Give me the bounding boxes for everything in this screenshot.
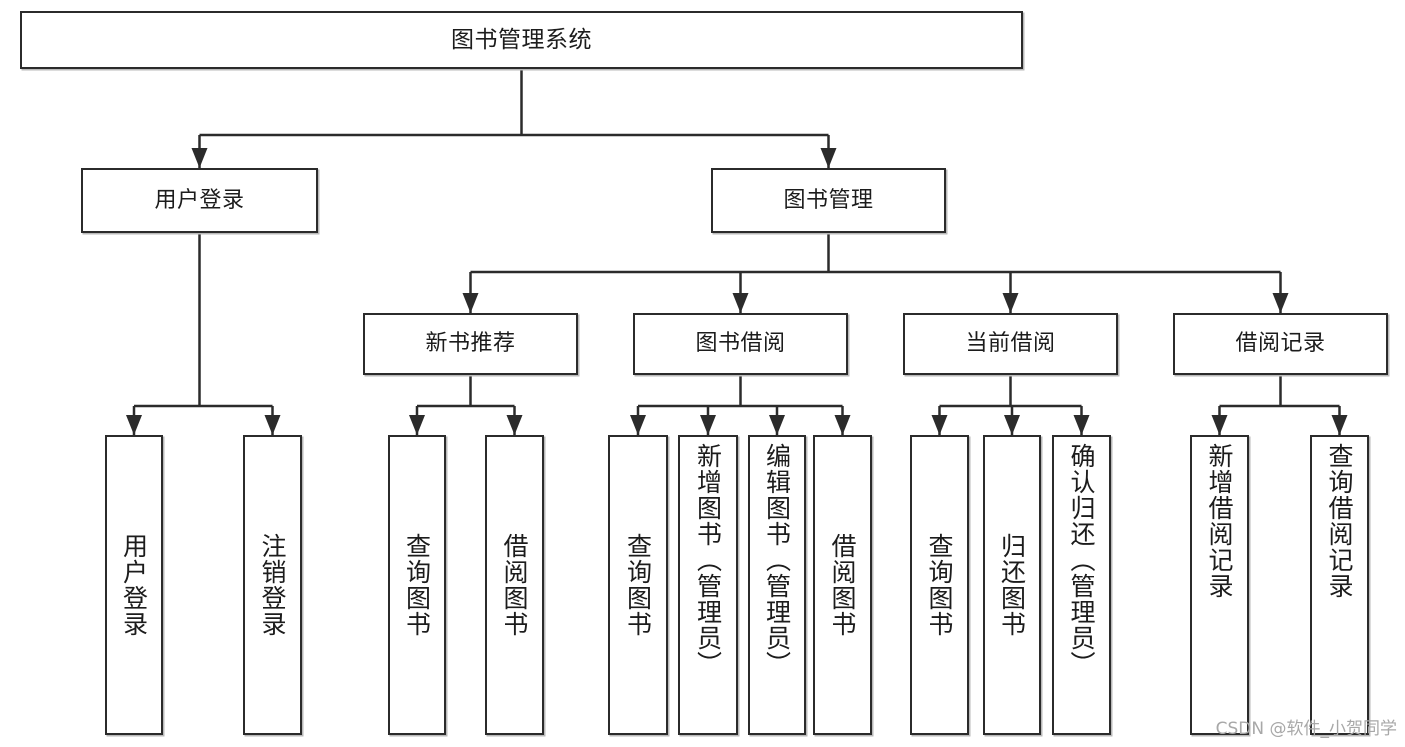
node-leaf-confirm-return[interactable]: 确认归还（管理员） — [1052, 435, 1111, 735]
arrowhead-icon — [820, 148, 837, 168]
arrowhead-icon — [264, 415, 281, 435]
node-label: 查询图书 — [623, 533, 653, 637]
node-leaf-borrow-book-2[interactable]: 借阅图书 — [813, 435, 872, 735]
node-label: 注销登录 — [258, 533, 287, 637]
node-label: 查询借阅记录 — [1325, 443, 1354, 599]
node-label: 归还图书 — [997, 533, 1027, 637]
node-new-book-rec[interactable]: 新书推荐 — [363, 313, 578, 375]
arrowhead-icon — [931, 415, 948, 435]
node-label: 查询图书 — [402, 533, 432, 637]
node-leaf-query-book-1[interactable]: 查询图书 — [388, 435, 446, 735]
arrowhead-icon — [409, 415, 425, 435]
node-label: 当前借阅 — [965, 331, 1056, 357]
node-label: 新增借阅记录 — [1205, 443, 1234, 599]
node-label: 用户登录 — [119, 533, 149, 637]
node-root-图书管理系统[interactable]: 图书管理系统 — [20, 11, 1023, 69]
node-leaf-borrow-book-1[interactable]: 借阅图书 — [485, 435, 544, 735]
arrowhead-icon — [506, 415, 523, 435]
node-leaf-query-record[interactable]: 查询借阅记录 — [1310, 435, 1369, 735]
arrowhead-icon — [769, 415, 785, 435]
node-label: 图书管理 — [783, 187, 874, 213]
node-label: 借阅图书 — [500, 533, 529, 637]
arrowhead-icon — [462, 293, 479, 313]
node-label: 新书推荐 — [425, 331, 516, 357]
arrowhead-icon — [1211, 415, 1228, 435]
arrowhead-icon — [700, 415, 716, 435]
arrowhead-icon — [732, 293, 749, 313]
node-label: 查询图书 — [925, 533, 954, 637]
node-label: 确认归还（管理员） — [1067, 443, 1096, 677]
node-leaf-add-record[interactable]: 新增借阅记录 — [1190, 435, 1249, 735]
arrowhead-icon — [126, 415, 142, 435]
node-leaf-logout[interactable]: 注销登录 — [243, 435, 302, 735]
node-leaf-add-book[interactable]: 新增图书（管理员） — [678, 435, 738, 735]
node-label: 编辑图书（管理员） — [762, 443, 792, 677]
node-leaf-query-book-2[interactable]: 查询图书 — [608, 435, 668, 735]
arrowhead-icon — [1073, 415, 1090, 435]
node-book-borrow[interactable]: 图书借阅 — [633, 313, 848, 375]
node-user-login[interactable]: 用户登录 — [81, 168, 318, 233]
watermark-label: CSDN @软件_小贺同学 — [1215, 719, 1397, 739]
node-leaf-edit-book[interactable]: 编辑图书（管理员） — [748, 435, 806, 735]
node-current-borrow[interactable]: 当前借阅 — [903, 313, 1118, 375]
arrowhead-icon — [1331, 415, 1348, 435]
node-book-manage[interactable]: 图书管理 — [711, 168, 946, 233]
arrowhead-icon — [1002, 293, 1019, 313]
node-label: 新增图书（管理员） — [693, 443, 723, 677]
node-label: 图书借阅 — [695, 331, 786, 357]
node-label: 用户登录 — [154, 187, 245, 213]
arrowhead-icon — [1004, 415, 1020, 435]
node-borrow-record[interactable]: 借阅记录 — [1173, 313, 1388, 375]
node-leaf-return-book[interactable]: 归还图书 — [983, 435, 1041, 735]
arrowhead-icon — [191, 148, 208, 168]
node-label: 借阅记录 — [1235, 331, 1326, 357]
arrowhead-icon — [630, 415, 646, 435]
arrowhead-icon — [834, 415, 851, 435]
arrowhead-icon — [1272, 293, 1289, 313]
node-leaf-query-book-3[interactable]: 查询图书 — [910, 435, 969, 735]
node-leaf-user-login[interactable]: 用户登录 — [105, 435, 163, 735]
node-label: 图书管理系统 — [451, 26, 592, 53]
node-label: 借阅图书 — [828, 533, 857, 637]
